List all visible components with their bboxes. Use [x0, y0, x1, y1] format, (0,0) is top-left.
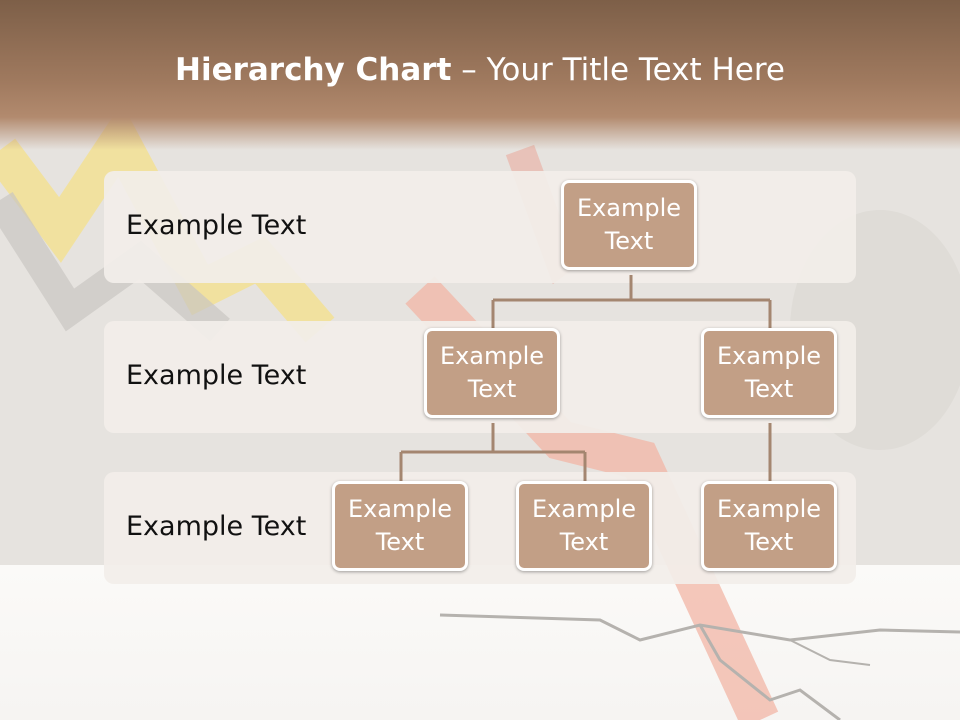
row-label-2: Example Text	[126, 360, 307, 391]
node-root-text: Example Text	[576, 194, 682, 255]
row-label-1: Example Text	[126, 210, 307, 241]
title-rest: – Your Title Text Here	[451, 52, 785, 88]
node-level3-a[interactable]: Example Text	[332, 481, 468, 571]
node-level2-left[interactable]: Example Text	[424, 328, 560, 418]
node-level3-c[interactable]: Example Text	[701, 481, 837, 571]
node-level3-b-text: Example Text	[531, 495, 637, 556]
row-band-1	[104, 171, 856, 283]
node-level2-right[interactable]: Example Text	[701, 328, 837, 418]
node-level3-c-text: Example Text	[716, 495, 822, 556]
node-level2-right-text: Example Text	[716, 342, 822, 403]
slide-title: Hierarchy Chart – Your Title Text Here	[0, 52, 960, 88]
row-label-3: Example Text	[126, 511, 307, 542]
node-root[interactable]: Example Text	[561, 180, 697, 270]
title-bar	[0, 0, 960, 150]
node-level3-a-text: Example Text	[347, 495, 453, 556]
node-level2-left-text: Example Text	[439, 342, 545, 403]
title-bold: Hierarchy Chart	[175, 52, 452, 88]
node-level3-b[interactable]: Example Text	[516, 481, 652, 571]
